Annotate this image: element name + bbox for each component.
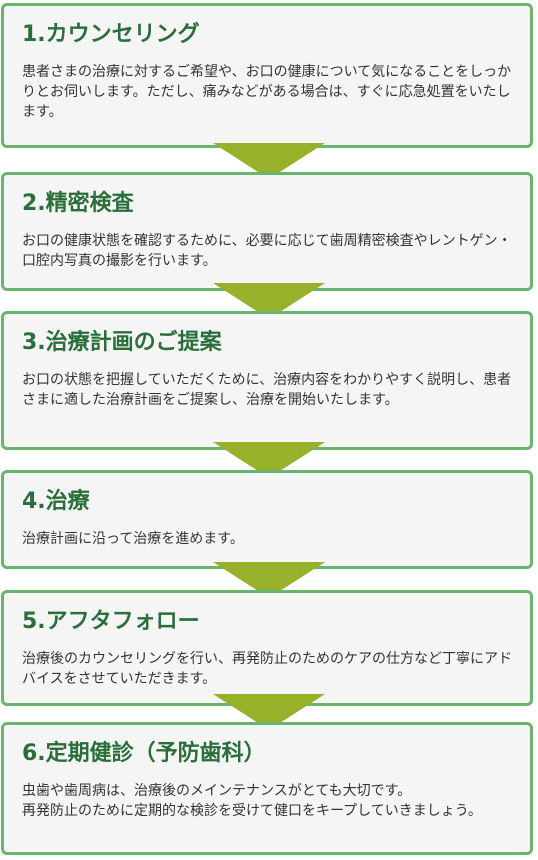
step-title: 5.アフタフォロー — [22, 609, 200, 634]
step-description: お口の状態を把握していただくために、治療内容をわかりやすく説明し、患者さまに適し… — [22, 372, 512, 408]
step-title: 6.定期健診（予防歯科） — [22, 741, 266, 766]
step-title: 2.精密検査 — [22, 191, 134, 216]
step-title: 4.治療 — [22, 489, 90, 514]
step-title: 3.治療計画のご提案 — [22, 330, 222, 355]
step-title: 1.カウンセリング — [22, 22, 200, 47]
step-card-examination: 2.精密検査 お口の健康状態を確認するために、必要に応じて歯周精密検査やレントゲ… — [1, 172, 533, 291]
step-card-checkup: 6.定期健診（予防歯科） 虫歯や歯周病は、治療後のメインテナンスがとても大切です… — [1, 722, 533, 855]
step-card-treatment: 4.治療 治療計画に沿って治療を進めます。 — [1, 470, 533, 569]
step-card-treatment-plan: 3.治療計画のご提案 お口の状態を把握していただくために、治療内容をわかりやすく… — [1, 311, 533, 450]
step-description: 治療計画に沿って治療を進めます。 — [22, 531, 244, 547]
step-card-counseling: 1.カウンセリング 患者さまの治療に対するご希望や、お口の健康について気になるこ… — [1, 3, 533, 148]
step-description: 治療後のカウンセリングを行い、再発防止のためのケアの仕方など丁寧にアドバイスをさ… — [22, 651, 512, 687]
step-card-aftercare: 5.アフタフォロー 治療後のカウンセリングを行い、再発防止のためのケアの仕方など… — [1, 590, 533, 706]
step-description: 虫歯や歯周病は、治療後のメインテナンスがとても大切です。再発防止のために定期的な… — [22, 783, 482, 819]
step-description: 患者さまの治療に対するご希望や、お口の健康について気になることをしっかりとお伺い… — [22, 64, 512, 120]
step-description: お口の健康状態を確認するために、必要に応じて歯周精密検査やレントゲン・口腔内写真… — [22, 233, 512, 269]
